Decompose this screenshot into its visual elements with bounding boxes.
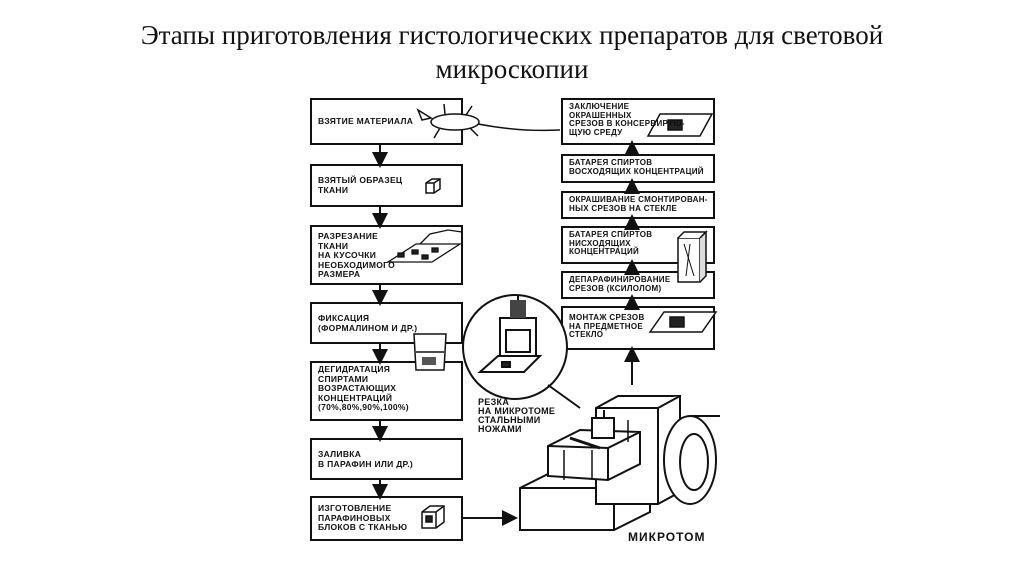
step-label-7: ИЗГОТОВЛЕНИЕ ПАРАФИНОВЫХ БЛОКОВ С ТКАНЬЮ: [318, 503, 408, 532]
right-step-label-6: МОНТАЖ СРЕЗОВ НА ПРЕДМЕТНОЕ СТЕКЛО: [569, 313, 645, 339]
right-step-label-5: ДЕПАРАФИНИРОВАНИЕ СРЕЗОВ (КСИЛОЛОМ): [569, 275, 671, 293]
paraffin-block-icon: [421, 505, 445, 529]
title-line-1: Этапы приготовления гистологических преп…: [140, 20, 884, 50]
box-step-6: [310, 438, 463, 480]
right-step-label-3: ОКРАШИВАНИЕ СМОНТИРОВАН- НЫХ СРЕЗОВ НА С…: [569, 195, 708, 213]
right-step-label-2: БАТАРЕЯ СПИРТОВ ВОСХОДЯЩИХ КОНЦЕНТРАЦИЙ: [569, 158, 704, 176]
cutting-label: РЕЗКА НА МИКРОТОМЕ СТАЛЬНЫМИ НОЖАМИ: [478, 397, 556, 434]
box-step-5: [310, 361, 463, 421]
step-label-1: ВЗЯТИЕ МАТЕРИАЛА: [318, 116, 414, 126]
step-label-5: ДЕГИДРАТАЦИЯ СПИРТАМИ ВОЗРАСТАЮЩИХ КОНЦЕ…: [318, 364, 409, 412]
slide-icon: [646, 113, 714, 137]
microtome-label: МИКРОТОМ: [628, 530, 706, 544]
staining-jar-icon: [677, 230, 708, 283]
slide-icon: [648, 311, 718, 333]
right-step-label-4: БАТАРЕЯ СПИРТОВ НИСХОДЯЩИХ КОНЦЕНТРАЦИЙ: [569, 230, 653, 256]
left-arrows: [372, 144, 518, 526]
cutting-icon: [385, 229, 463, 263]
right-step-label-1: ЗАКЛЮЧЕНИЕ ОКРАШЕННЫХ СРЕЗОВ В КОНСЕРВИР…: [569, 102, 685, 137]
beaker-icon: [413, 333, 447, 371]
box-right-2: [561, 154, 715, 183]
slide-title: Этапы приготовления гистологических преп…: [0, 18, 1024, 86]
magnifier-inset: [462, 294, 581, 409]
step-label-4: ФИКСАЦИЯ (ФОРМАЛИНОМ И ДР.): [318, 313, 418, 333]
step-label-3: РАЗРЕЗАНИЕ ТКАНИ НА КУСОЧКИ НЕОБХОДИМОГО…: [318, 231, 396, 279]
step-label-6: ЗАЛИВКА В ПАРАФИН ИЛИ ДР.): [318, 449, 414, 469]
title-line-2: микроскопии: [435, 54, 589, 84]
step-label-2: ВЗЯТЫЙ ОБРАЗЕЦ ТКАНИ: [318, 175, 403, 195]
tissue-cube-icon: [425, 178, 441, 194]
microtome-machine: [519, 395, 720, 531]
rat-icon: [416, 103, 561, 139]
box-step-3: [310, 225, 463, 285]
